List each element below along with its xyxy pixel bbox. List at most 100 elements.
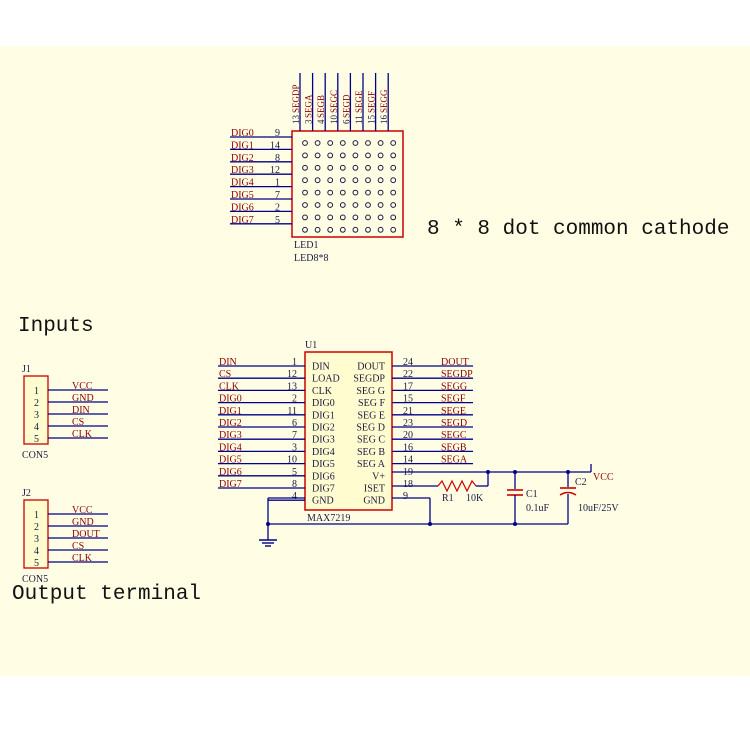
led-row-net-label: DIG4 (231, 178, 254, 189)
led-col-net-label: SEGG (379, 89, 389, 113)
ground-icon (259, 539, 277, 547)
ic-right-net-label: SEGF (441, 394, 466, 405)
led-dot (365, 214, 371, 221)
led-row-net-label: DIG2 (231, 153, 254, 164)
ic-right-pin-name: V+ (372, 471, 385, 482)
led-dot (327, 164, 334, 171)
led-row-pin-number: 5 (275, 215, 280, 226)
output-caption: Output terminal (12, 583, 201, 606)
c1-designator: C1 (526, 489, 538, 500)
ic-right-pin-name: SEG B (357, 447, 385, 458)
led-dot (339, 189, 346, 196)
led-dot (377, 226, 384, 233)
led-dot (302, 226, 308, 233)
connector-net-label: VCC (72, 505, 93, 516)
led-row-pin-number: 8 (275, 153, 280, 164)
led-dot (314, 202, 321, 208)
ic-right-pin-number: 22 (403, 369, 413, 380)
ic-right-pin-number: 9 (403, 491, 408, 502)
led-col-net-label: SEGF (367, 91, 377, 113)
connector-pin-number: 4 (34, 422, 39, 433)
led-dot (352, 177, 359, 184)
led-dot (352, 152, 359, 159)
inputs-caption: Inputs (18, 315, 94, 338)
ic-right-pin-name: SEG D (356, 423, 385, 434)
led-dot (339, 140, 346, 146)
led-row-net-label: DIG3 (231, 165, 254, 176)
led-dot (314, 152, 321, 159)
led-dot (365, 140, 371, 146)
connector-designator: J1 (22, 364, 31, 375)
led-dot (352, 226, 359, 233)
ic-right-net-label: SEGB (441, 442, 467, 453)
led-col-pin-number: 4 (316, 119, 326, 124)
ic-right-net-label: SEGC (441, 430, 467, 441)
led-dot (390, 214, 397, 221)
led-col-net-label: SEGB (316, 95, 326, 118)
ic-left-pin-name: DIG3 (312, 435, 335, 446)
connector-pin-number: 5 (34, 558, 39, 569)
r1-value: 10K (466, 493, 484, 504)
ic-left-pin-number: 5 (292, 467, 297, 478)
led-col-net-label: SEGD (341, 94, 351, 118)
ic-left-pin-number: 7 (292, 430, 297, 441)
led-dot (390, 177, 397, 184)
ic-right-net-label: SEGD (441, 418, 467, 429)
led-dot (377, 189, 384, 196)
connector-pin-number: 5 (34, 434, 39, 445)
c2-designator: C2 (575, 477, 587, 488)
ic-right-pin-name: GND (363, 496, 385, 507)
ic-right-pin-number: 24 (403, 357, 413, 368)
led-dot (327, 140, 334, 146)
led-dot (390, 189, 397, 196)
led-matrix-outline (291, 130, 404, 238)
ic-left-pin-name: CLK (312, 386, 333, 397)
led-dot (352, 164, 359, 171)
ic-left-pin-number: 2 (292, 394, 297, 405)
connector-pin-number: 1 (34, 386, 39, 397)
led-row-net-label: DIG5 (231, 190, 254, 201)
connector-net-label: CS (72, 417, 84, 428)
led-dot (365, 202, 371, 208)
led-dot (314, 177, 321, 184)
ic-left-net-label: DIG3 (219, 430, 242, 441)
connector-designator: J2 (22, 488, 31, 499)
ic-right-pin-name: DOUT (357, 362, 385, 373)
r1-resistor (437, 479, 477, 493)
connector-pin-number: 1 (34, 510, 39, 521)
led-dot (327, 152, 334, 159)
ic-left-pin-number: 11 (287, 406, 297, 417)
ic-right-net-label: DOUT (441, 357, 469, 368)
ic-left-pin-number: 8 (292, 479, 297, 490)
ic-right-pin-number: 20 (403, 430, 413, 441)
ic-right-pin-number: 23 (403, 418, 413, 429)
ic-left-net-label: DIG4 (219, 442, 242, 453)
led-col-pin-number: 11 (354, 115, 364, 124)
connector-net-label: GND (72, 393, 94, 404)
connector-pin-number: 2 (34, 522, 39, 533)
led-row-net-label: DIG7 (231, 215, 254, 226)
led-dot (365, 226, 371, 233)
led-dot (302, 164, 308, 171)
ic-left-net-label: DIG0 (219, 394, 242, 405)
led-dot (390, 152, 397, 159)
led-row-pin-number: 12 (270, 165, 280, 176)
ic-left-pin-number: 3 (292, 442, 297, 453)
led-dot (377, 140, 384, 146)
led-dot (339, 152, 346, 159)
connector-pin-number: 2 (34, 398, 39, 409)
c1-value: 0.1uF (526, 503, 550, 514)
ic-right-pin-number: 17 (403, 381, 413, 392)
led-dot (377, 177, 384, 184)
connector-net-label: CS (72, 541, 84, 552)
ic-right-pin-number: 18 (403, 479, 413, 490)
ic-left-pin-number: 12 (287, 369, 297, 380)
ic-left-pin-name: GND (312, 496, 334, 507)
ic-left-net-label: CLK (219, 381, 240, 392)
led-dot (365, 152, 371, 159)
led-dot (339, 177, 346, 184)
ic-left-pin-name: DIG2 (312, 423, 335, 434)
